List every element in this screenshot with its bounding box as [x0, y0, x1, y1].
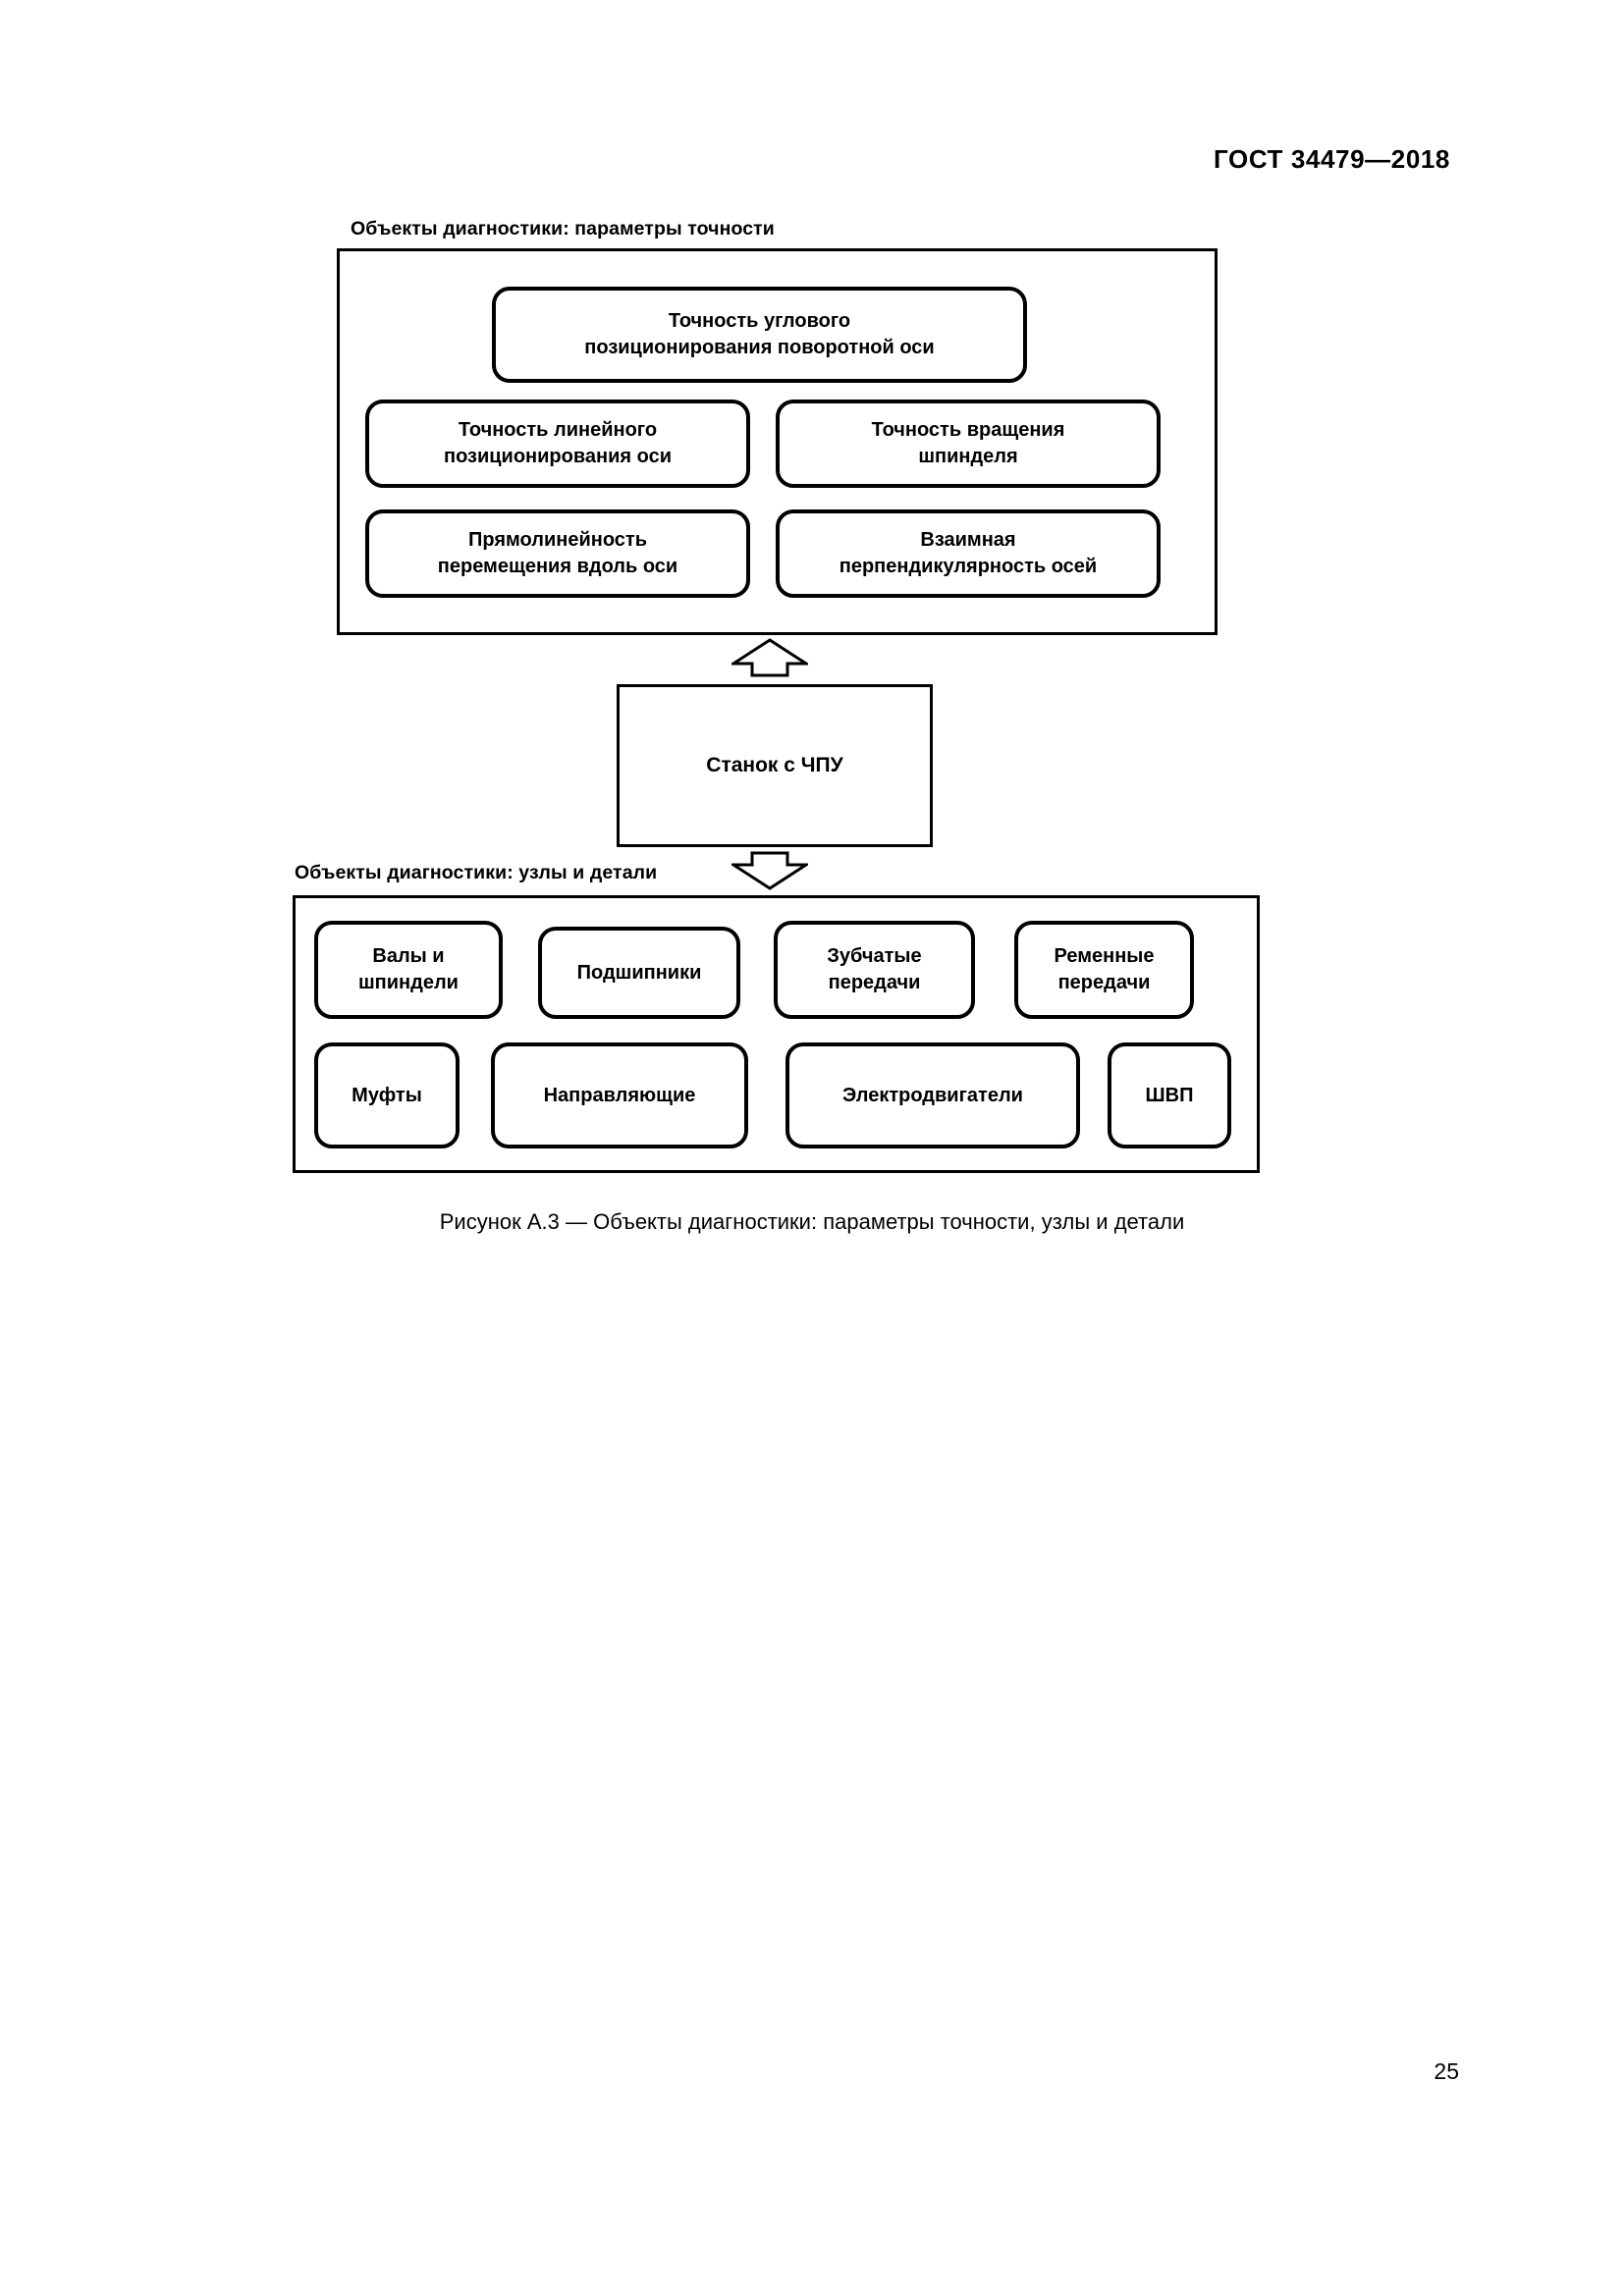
arrow-down-glyph: [728, 851, 812, 890]
node-line-2: позиционирования поворотной оси: [584, 337, 935, 358]
node-line-1: Муфты: [352, 1084, 422, 1106]
node-line-2: перпендикулярность осей: [839, 556, 1098, 577]
page-number: 25: [1434, 2058, 1459, 2084]
arrow-up-icon: [728, 638, 812, 677]
cnc-machine-box: Станок с ЧПУ: [617, 684, 933, 847]
node-line-1: Прямолинейность: [468, 529, 647, 551]
node-bearings: Подшипники: [538, 927, 740, 1019]
node-line-1: Подшипники: [576, 961, 702, 984]
node-line-1: Электродвигатели: [842, 1084, 1023, 1106]
node-straightness-of-travel: Прямолинейность перемещения вдоль оси: [365, 509, 750, 598]
node-line-1: Зубчатые: [827, 945, 922, 967]
node-belt-drives: Ременные передачи: [1014, 921, 1194, 1019]
node-linear-positioning-accuracy: Точность линейного позиционирования оси: [365, 400, 750, 488]
node-shafts-and-spindles: Валы и шпиндели: [314, 921, 503, 1019]
arrow-down-icon: [728, 851, 812, 890]
figure-caption: Рисунок А.3 — Объекты диагностики: парам…: [439, 1209, 1185, 1234]
node-couplings: Муфты: [314, 1042, 460, 1148]
node-angular-positioning-accuracy: Точность углового позиционирования повор…: [492, 287, 1027, 383]
node-line-1: Ременные: [1054, 945, 1155, 967]
node-line-2: передачи: [1057, 972, 1151, 993]
accuracy-group-caption: Объекты диагностики: параметры точности: [351, 218, 775, 240]
node-line-1: Валы и: [372, 945, 445, 967]
node-line-1: Точность углового: [668, 310, 851, 332]
node-mutual-perpendicularity-of-axes: Взаимная перпендикулярность осей: [776, 509, 1161, 598]
cnc-machine-label: Станок с ЧПУ: [706, 754, 843, 776]
node-line-2: передачи: [828, 972, 921, 993]
node-line-2: шпинделя: [918, 446, 1018, 467]
node-line-1: Точность линейного: [458, 419, 658, 441]
node-line-2: шпиндели: [358, 972, 459, 993]
units-group-caption: Объекты диагностики: узлы и детали: [295, 862, 658, 883]
node-gear-drives: Зубчатые передачи: [774, 921, 975, 1019]
node-electric-motors: Электродвигатели: [785, 1042, 1080, 1148]
node-guideways: Направляющие: [491, 1042, 748, 1148]
arrow-up-glyph: [728, 638, 812, 677]
node-spindle-rotation-accuracy: Точность вращения шпинделя: [776, 400, 1161, 488]
node-line-1: Направляющие: [543, 1084, 696, 1106]
node-line-2: позиционирования оси: [443, 446, 672, 467]
node-line-1: Точность вращения: [871, 419, 1065, 441]
figure-a3: Объекты диагностики: параметры точности …: [293, 218, 1260, 1234]
node-line-2: перемещения вдоль оси: [437, 556, 678, 577]
node-line-1: Взаимная: [920, 529, 1016, 551]
node-line-1: ШВП: [1145, 1084, 1194, 1106]
node-ball-screws: ШВП: [1108, 1042, 1231, 1148]
document-header: ГОСТ 34479—2018: [1214, 144, 1450, 174]
